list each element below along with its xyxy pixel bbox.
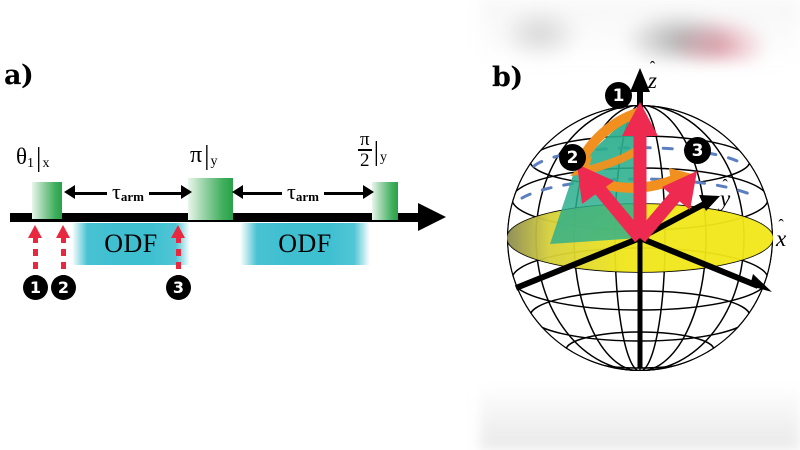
panel-a-label: a) (4, 60, 34, 91)
odf-block-1: ODF (72, 223, 190, 265)
event-arrow-1 (28, 225, 42, 278)
y-axis-label: ̂y (720, 186, 731, 211)
bloch-vectors (577, 102, 697, 243)
z-axis-label: ̂z (648, 68, 657, 93)
state-marker-1: 1 (605, 82, 632, 109)
x-axis-arrowhead-icon (750, 274, 772, 292)
event-arrow-3 (171, 225, 185, 278)
arrowhead-icon (56, 225, 70, 238)
event-marker-1: 1 (23, 275, 48, 300)
tau-arm-interval-2: τarm (232, 175, 374, 209)
odf-block-2: ODF (240, 223, 370, 265)
arrowhead-icon (171, 225, 185, 238)
tau-arrow-right-icon (363, 185, 374, 199)
event-marker-3: 3 (166, 275, 191, 300)
pulse-label-theta1: θ1|x (16, 142, 50, 172)
arrowhead-icon (28, 225, 42, 238)
bloch-sphere-svg (507, 68, 773, 371)
pulse-block-pi-over-2 (372, 182, 398, 220)
tau-arrow-left-icon (232, 185, 243, 199)
tau-arrow-right-icon (181, 185, 192, 199)
blurred-crop-artifact-top (480, 0, 800, 62)
x-axis-label: ̂x (776, 226, 787, 251)
bloch-vector-1-head-icon (622, 102, 658, 136)
event-marker-2: 2 (51, 275, 76, 300)
odf-label: ODF (104, 229, 158, 258)
tau-arm-label: τarm (107, 181, 149, 203)
tau-arm-interval-1: τarm (64, 175, 192, 209)
z-axis-arrowhead-icon (630, 68, 650, 92)
tau-arrow-left-icon (64, 185, 75, 199)
bloch-vector-3-head-icon (662, 171, 697, 210)
state-marker-3: 3 (684, 137, 711, 164)
odf-label: ODF (278, 229, 332, 258)
pulse-block-theta1 (32, 182, 62, 219)
pulse-block-pi (188, 178, 233, 220)
panel-b-label: b) (492, 62, 523, 93)
timeline-arrowhead-icon (418, 203, 446, 231)
bloch-vector-2-head-icon (577, 164, 614, 204)
tau-arm-label: τarm (282, 181, 324, 203)
event-arrow-2 (56, 225, 70, 278)
state-marker-2: 2 (559, 144, 586, 171)
y-axis-arrowhead-icon (699, 195, 720, 211)
bloch-sphere-diagram: 1 2 3 ̂z ̂y ̂x (480, 58, 800, 398)
pulse-label-pi: π|y (190, 140, 218, 170)
